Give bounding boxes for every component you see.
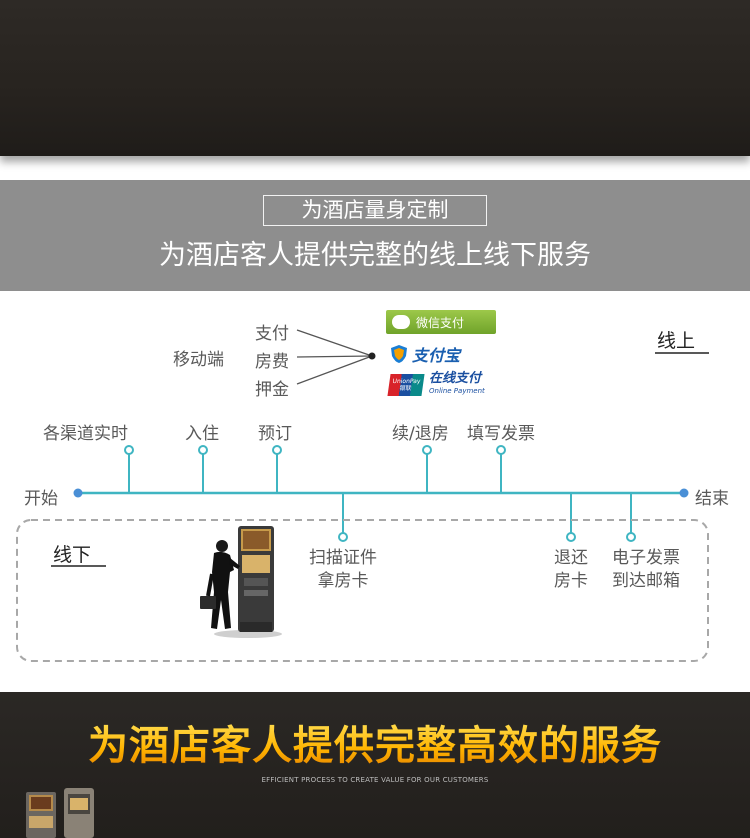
branch-line-pay (296, 329, 373, 357)
unionpay-subtext: Online Payment (429, 387, 485, 395)
unionpay-text: 在线支付 (429, 371, 482, 386)
timeline-end-dot (679, 488, 689, 498)
footer-kiosk-illustration (26, 788, 94, 838)
upper-stems (124, 445, 506, 493)
step-scan-id-line1: 扫描证件 (309, 548, 377, 568)
timeline-end-label: 结束 (695, 489, 729, 509)
branch-label-fee: 房费 (255, 352, 289, 372)
kiosk-illustration (200, 526, 282, 638)
step-scan-id: 扫描证件 拿房卡 (305, 547, 381, 593)
timeline-label-booking: 预订 (258, 424, 292, 444)
wechat-pay-text: 微信支付 (416, 315, 465, 330)
branch-label-pay: 支付 (255, 324, 289, 344)
branch-line-deposit (296, 355, 373, 385)
online-label: 线上 (657, 330, 696, 352)
timeline-label-renew-checkout: 续/退房 (392, 424, 449, 444)
branch-junction-dot (368, 352, 376, 360)
header-subtitle: 为酒店客人提供完整的线上线下服务 (159, 240, 591, 271)
timeline-start-dot (73, 488, 83, 498)
alipay-text: 支付宝 (412, 346, 461, 365)
footer-title: 为酒店客人提供完整高效的服务 (0, 718, 750, 774)
timeline-label-invoice: 填写发票 (467, 424, 535, 444)
mobile-label: 移动端 (173, 350, 224, 370)
unionpay-logo: UnionPay 银联 (387, 374, 425, 396)
offline-label: 线下 (53, 544, 92, 566)
header-band (0, 180, 750, 291)
top-banner (0, 0, 750, 156)
alipay-badge: 支付宝 (390, 342, 460, 366)
wechat-icon (392, 315, 410, 329)
footer-subtitle: EFFICIENT PROCESS TO CREATE VALUE FOR OU… (261, 776, 489, 784)
step-scan-id-line2: 拿房卡 (317, 571, 369, 591)
header-box-title: 为酒店量身定制 (263, 195, 487, 226)
timeline-start-label: 开始 (24, 489, 58, 509)
step-e-invoice: 电子发票 到达邮箱 (606, 547, 686, 593)
offline-dashed-box (16, 519, 709, 662)
step-e-invoice-line1: 电子发票 (612, 548, 680, 568)
step-e-invoice-line2: 到达邮箱 (612, 571, 680, 591)
unionpay-badge: UnionPay 银联 在线支付 Online Payment (387, 371, 485, 397)
footer-band (0, 692, 750, 838)
branch-line-fee (296, 355, 373, 358)
step-return-card: 退还 房卡 (548, 547, 594, 593)
timeline-label-checkin: 入住 (185, 424, 219, 444)
wechat-pay-badge: 微信支付 (386, 310, 496, 334)
lower-stems (338, 493, 636, 542)
alipay-shield-icon (391, 345, 407, 363)
branch-label-deposit: 押金 (255, 380, 289, 400)
timeline-label-channels: 各渠道实时 (43, 424, 128, 444)
step-return-card-line1: 退还 (554, 548, 588, 568)
step-return-card-line2: 房卡 (554, 571, 588, 591)
